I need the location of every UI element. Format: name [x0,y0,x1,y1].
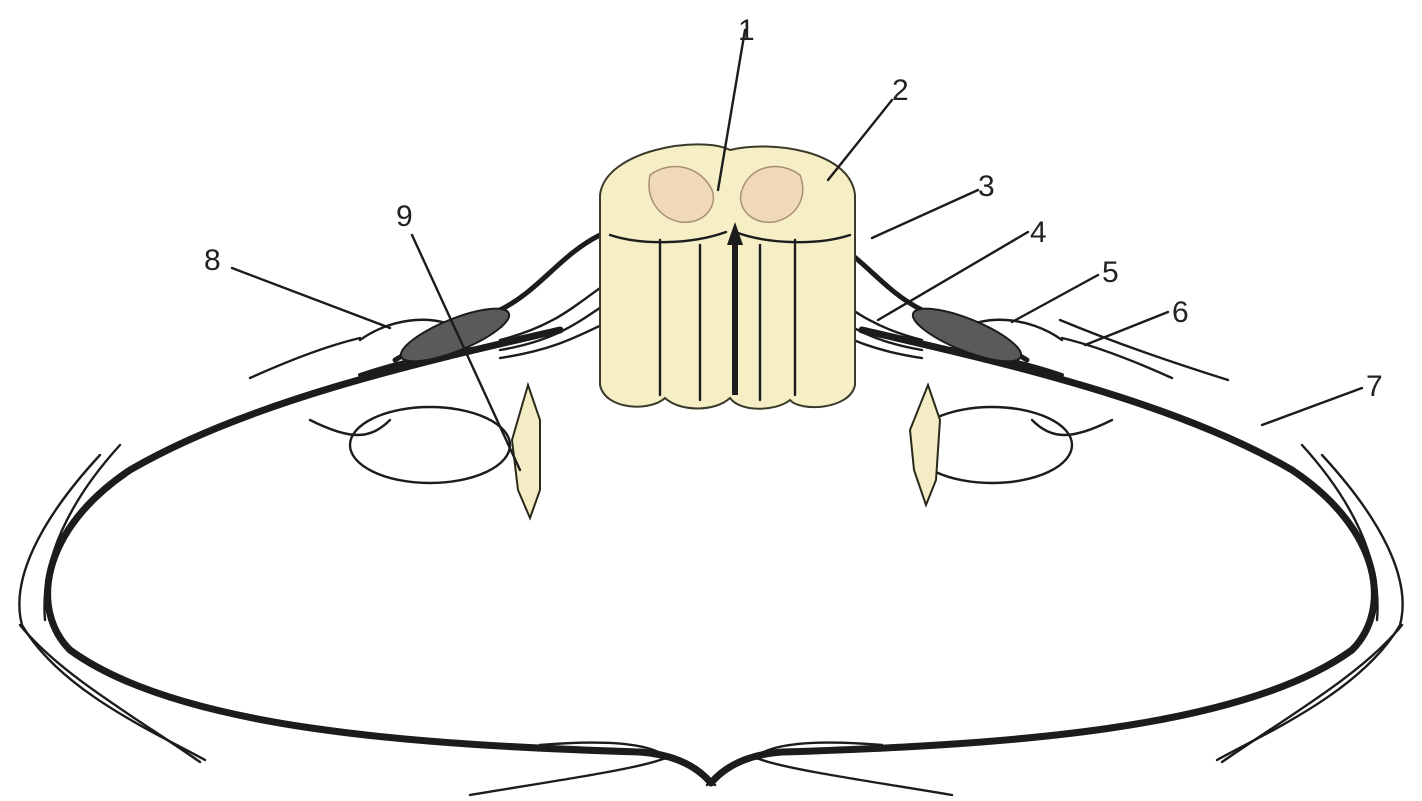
label-3: 3 [978,170,995,203]
label-5: 5 [1102,256,1119,289]
label-7: 7 [1366,370,1383,403]
label-2: 2 [892,74,909,107]
label-4: 4 [1030,216,1047,249]
sympathetic-ganglia [512,385,940,518]
label-6: 6 [1172,296,1189,329]
label-8: 8 [204,244,221,277]
label-1: 1 [738,14,755,47]
label-9: 9 [396,200,413,233]
spinal-cord [600,144,855,408]
